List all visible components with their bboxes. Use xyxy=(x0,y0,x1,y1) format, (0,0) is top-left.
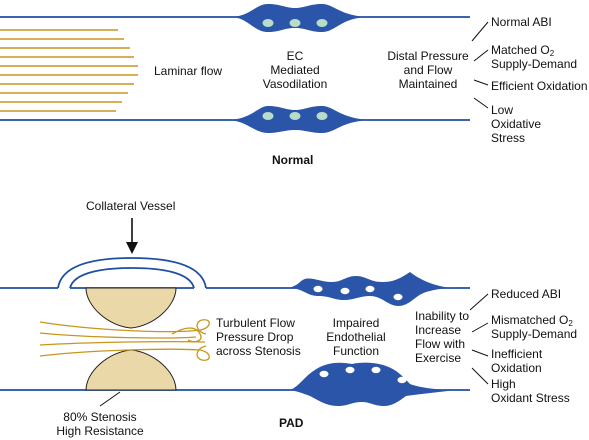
label-line: Increase xyxy=(415,323,462,337)
label-line: Turbulent Flow xyxy=(216,316,295,330)
distal-pressure-label: Distal Pressure and Flow Maintained xyxy=(382,49,474,91)
label-text: Matched O xyxy=(491,43,550,57)
flow-line xyxy=(171,327,202,343)
nucleus xyxy=(289,19,301,27)
label-line: and Flow xyxy=(403,63,453,77)
leader-line xyxy=(471,21,489,42)
label-line: Oxidative xyxy=(491,117,542,131)
flow-line xyxy=(39,319,210,335)
flow-line xyxy=(39,332,197,339)
low-oxidative-stress-label: Low Oxidative Stress xyxy=(491,103,541,145)
stenosis-pointer-line xyxy=(99,391,121,407)
label-line: EC xyxy=(286,49,304,63)
inefficient-oxidation-label: Inefficient Oxidation xyxy=(491,347,542,375)
collateral-outer-wall xyxy=(57,257,207,289)
laminar-flow-lines xyxy=(0,29,138,112)
pad-endothelium-bottom xyxy=(290,362,456,406)
nucleus xyxy=(316,112,328,120)
label-line: Supply-Demand xyxy=(491,327,578,341)
label-line: Inability to xyxy=(415,309,470,323)
nucleus xyxy=(371,366,381,374)
high-oxidant-stress-label: High Oxidant Stress xyxy=(491,377,570,405)
impaired-endothelial-label: Impaired Endothelial Function xyxy=(316,316,396,358)
nucleus xyxy=(345,366,355,374)
leader-line xyxy=(471,349,489,357)
leader-line xyxy=(473,97,489,109)
label-line: Flow with xyxy=(415,337,466,351)
nucleus xyxy=(313,285,323,293)
leader-line xyxy=(469,293,489,311)
nucleus xyxy=(316,19,328,27)
nucleus xyxy=(262,19,274,27)
reduced-abi-label: Reduced ABI xyxy=(491,287,562,301)
label-line: Matched O2 xyxy=(491,43,577,58)
laminar-flow-label: Laminar flow xyxy=(154,64,223,78)
label-line: 80% Stenosis xyxy=(63,410,137,424)
nucleus xyxy=(319,370,329,378)
nucleus xyxy=(340,287,350,295)
pad-panel-title: PAD xyxy=(279,416,304,430)
collateral-arrow-head xyxy=(126,242,138,254)
leader-line xyxy=(471,322,489,333)
label-line: Low xyxy=(491,103,514,117)
label-line: Distal Pressure xyxy=(387,49,469,63)
normal-endothelium-top xyxy=(232,4,368,32)
label-line: Endothelial xyxy=(326,330,386,344)
nucleus xyxy=(397,376,407,384)
pad-leader-lines xyxy=(469,293,489,385)
label-line: Impaired xyxy=(332,316,380,330)
plaque-top xyxy=(85,287,177,329)
efficient-oxidation-label: Efficient Oxidation xyxy=(491,79,588,93)
collateral-inner-wall xyxy=(69,267,195,289)
nucleus xyxy=(289,112,301,120)
label-line: Supply-Demand xyxy=(491,57,578,71)
label-line: Inefficient xyxy=(491,347,543,361)
nucleus xyxy=(393,293,403,301)
normal-panel-title: Normal xyxy=(272,153,314,167)
inability-flow-label: Inability to Increase Flow with Exercise xyxy=(415,309,469,365)
normal-vessel xyxy=(0,4,489,133)
label-line: High Resistance xyxy=(56,424,144,438)
label-line: Stress xyxy=(491,131,526,145)
ec-vasodilation-label: EC Mediated Vasodilation xyxy=(250,49,340,91)
nucleus xyxy=(262,112,274,120)
label-line: Vasodilation xyxy=(262,77,328,91)
label-line: Exercise xyxy=(415,351,462,365)
label-line: Oxidation xyxy=(491,361,542,375)
leader-line xyxy=(473,79,489,86)
leader-line xyxy=(473,49,489,62)
label-line: across Stenosis xyxy=(216,344,301,358)
normal-endothelium-bottom xyxy=(228,106,372,133)
turbulent-flow-label: Turbulent Flow Pressure Drop across Sten… xyxy=(216,316,301,358)
collateral-vessel-label: Collateral Vessel xyxy=(86,199,176,213)
label-line: Function xyxy=(332,344,380,358)
turbulent-flow-lines xyxy=(39,319,210,361)
label-subscript: 2 xyxy=(549,49,555,58)
nucleus xyxy=(365,285,375,293)
normal-leader-lines xyxy=(471,21,489,109)
label-text: Mismatched O xyxy=(491,313,569,327)
label-line: Maintained xyxy=(398,77,458,91)
label-line: Mediated xyxy=(270,63,320,77)
leader-line xyxy=(471,367,489,385)
flow-line xyxy=(39,340,206,346)
flow-line xyxy=(39,345,210,361)
pad-vessel xyxy=(0,218,489,407)
matched-supply-label: Matched O2 Supply-Demand xyxy=(491,43,577,71)
label-line: Mismatched O2 xyxy=(491,313,577,328)
mismatched-supply-label: Mismatched O2 Supply-Demand xyxy=(491,313,577,341)
plaque-bottom xyxy=(85,349,177,391)
normal-abi-label: Normal ABI xyxy=(491,15,552,29)
label-line: Pressure Drop xyxy=(216,330,294,344)
label-line: Oxidant Stress xyxy=(491,391,570,405)
label-subscript: 2 xyxy=(568,319,573,328)
stenosis-label: 80% Stenosis High Resistance xyxy=(40,410,160,438)
label-line: High xyxy=(491,377,516,391)
